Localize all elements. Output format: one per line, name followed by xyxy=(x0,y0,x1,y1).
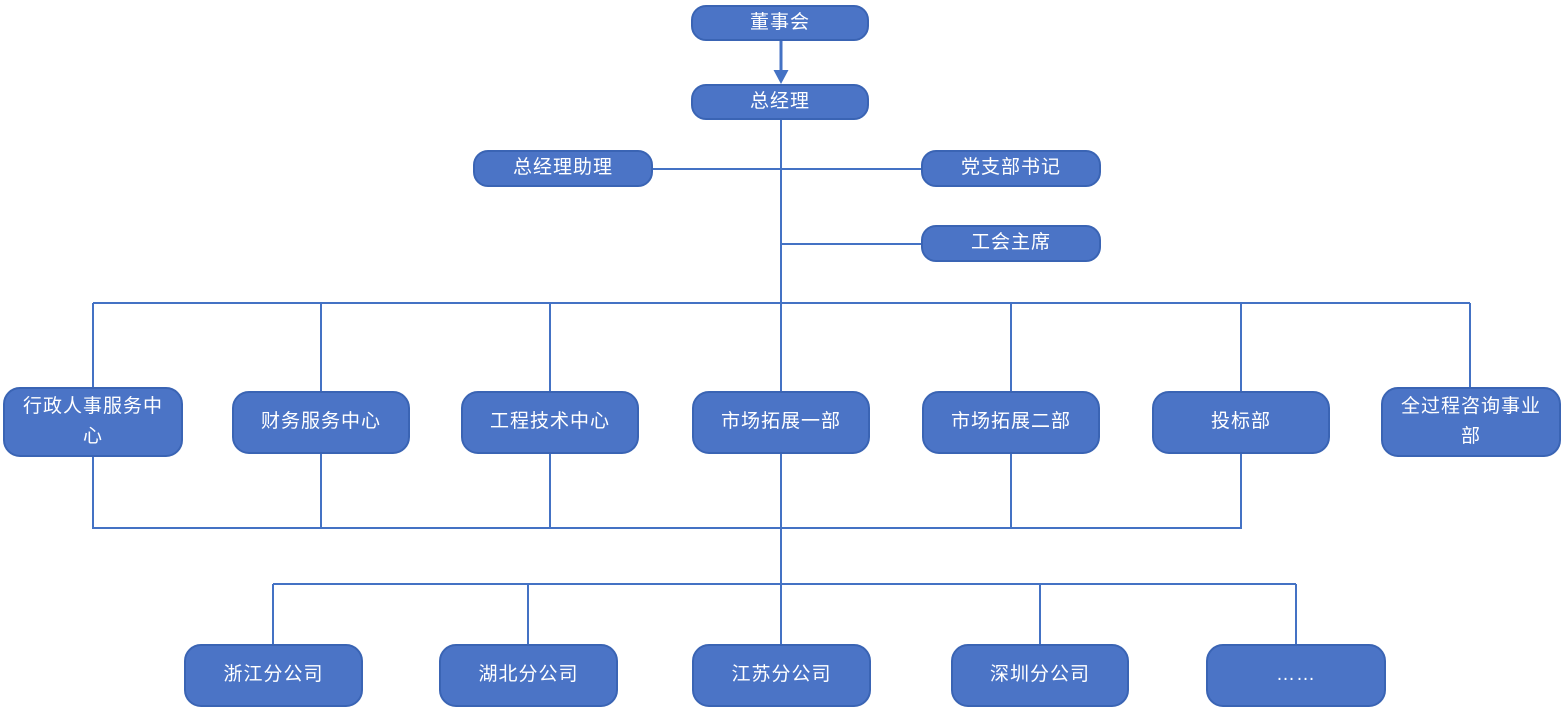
node-branch-jiangsu: 江苏分公司 xyxy=(692,644,871,707)
node-union-chairman-label: 工会主席 xyxy=(970,232,1051,254)
node-branch-hubei-label: 湖北分公司 xyxy=(478,664,579,686)
node-branch-hubei: 湖北分公司 xyxy=(439,644,618,707)
node-dept-market-two: 市场拓展二部 xyxy=(922,391,1100,454)
node-branch-more: …… xyxy=(1206,644,1386,707)
node-dept-finance: 财务服务中心 xyxy=(232,391,410,454)
node-dept-engineering: 工程技术中心 xyxy=(461,391,639,454)
node-dept-finance-label: 财务服务中心 xyxy=(260,411,381,433)
node-branch-zhejiang-label: 浙江分公司 xyxy=(223,664,324,686)
node-branch-zhejiang: 浙江分公司 xyxy=(184,644,363,707)
node-board: 董事会 xyxy=(691,5,869,41)
node-dept-market-two-label: 市场拓展二部 xyxy=(950,411,1071,433)
node-branch-jiangsu-label: 江苏分公司 xyxy=(731,664,832,686)
node-general-manager-label: 总经理 xyxy=(749,90,810,112)
node-union-chairman: 工会主席 xyxy=(921,225,1101,262)
node-dept-consulting-label: 全过程咨询事业部 xyxy=(1400,395,1541,447)
node-dept-bidding-label: 投标部 xyxy=(1210,411,1271,433)
node-dept-engineering-label: 工程技术中心 xyxy=(489,411,610,433)
node-gm-assistant: 总经理助理 xyxy=(473,150,653,187)
node-branch-more-label: …… xyxy=(1276,664,1316,686)
node-party-secretary-label: 党支部书记 xyxy=(960,157,1061,179)
node-dept-bidding: 投标部 xyxy=(1152,391,1330,454)
node-party-secretary: 党支部书记 xyxy=(921,150,1101,187)
node-dept-admin-hr: 行政人事服务中心 xyxy=(3,387,183,457)
node-dept-market-one-label: 市场拓展一部 xyxy=(720,411,841,433)
node-gm-assistant-label: 总经理助理 xyxy=(512,157,613,179)
node-dept-consulting: 全过程咨询事业部 xyxy=(1381,387,1561,457)
node-branch-shenzhen-label: 深圳分公司 xyxy=(989,664,1090,686)
arrow-down-icon xyxy=(773,70,789,84)
node-branch-shenzhen: 深圳分公司 xyxy=(951,644,1129,707)
node-board-label: 董事会 xyxy=(749,11,810,33)
node-general-manager: 总经理 xyxy=(691,84,869,120)
node-dept-admin-hr-label: 行政人事服务中心 xyxy=(22,395,163,447)
node-dept-market-one: 市场拓展一部 xyxy=(692,391,870,454)
